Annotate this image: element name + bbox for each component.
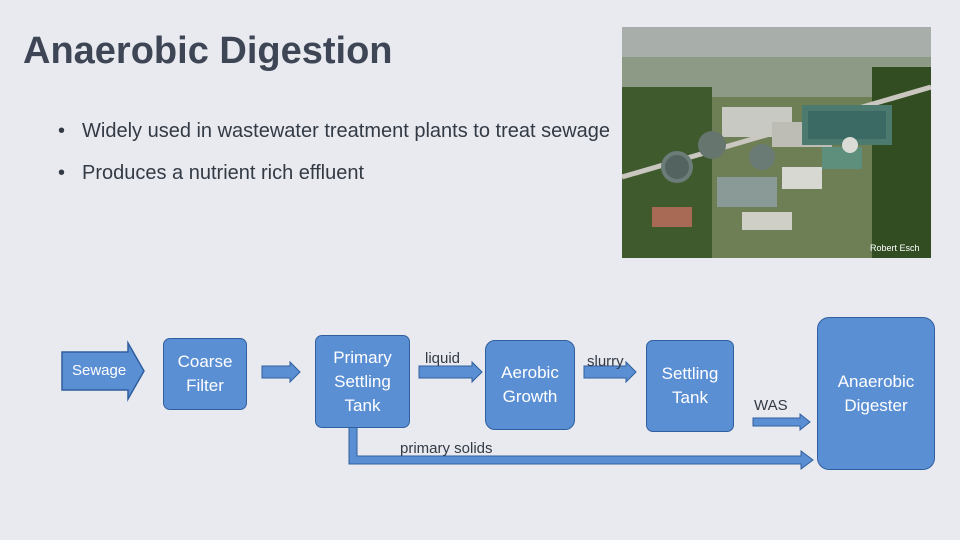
aerobic-growth-box: Aerobic Growth: [485, 340, 575, 430]
coarse-filter-label: Coarse Filter: [177, 352, 233, 395]
settling-tank-box: Settling Tank: [646, 340, 734, 432]
anaerobic-digester-box: Anaerobic Digester: [817, 317, 935, 470]
bullet-item: Produces a nutrient rich effluent: [58, 152, 618, 194]
anaerobic-digester-label: Anaerobic Digester: [837, 371, 915, 415]
primary-solids-arrow: [348, 425, 814, 470]
aerobic-growth-label: Aerobic Growth: [501, 363, 559, 406]
sewage-label: Sewage: [72, 362, 127, 379]
treatment-plant-photo: [622, 27, 931, 258]
primary-settling-tank-label: Primary Settling Tank: [333, 347, 392, 415]
liquid-arrow: [418, 360, 483, 384]
filter-to-primary-arrow: [261, 360, 301, 384]
was-arrow: [752, 412, 811, 432]
primary-settling-tank-box: Primary Settling Tank: [315, 335, 410, 428]
photo-credit: Robert Esch: [870, 243, 920, 253]
slide-title: Anaerobic Digestion: [23, 30, 393, 72]
settling-tank-label: Settling Tank: [661, 364, 719, 407]
slurry-label: slurry: [587, 353, 624, 370]
primary-solids-label: primary solids: [400, 440, 493, 457]
bullet-list: Widely used in wastewater treatment plan…: [58, 110, 618, 194]
coarse-filter-box: Coarse Filter: [163, 338, 247, 410]
was-label: WAS: [754, 397, 788, 414]
slurry-arrow: [583, 360, 637, 384]
sewage-arrow: [61, 340, 145, 402]
liquid-label: liquid: [425, 350, 461, 367]
bullet-item: Widely used in wastewater treatment plan…: [58, 110, 618, 152]
